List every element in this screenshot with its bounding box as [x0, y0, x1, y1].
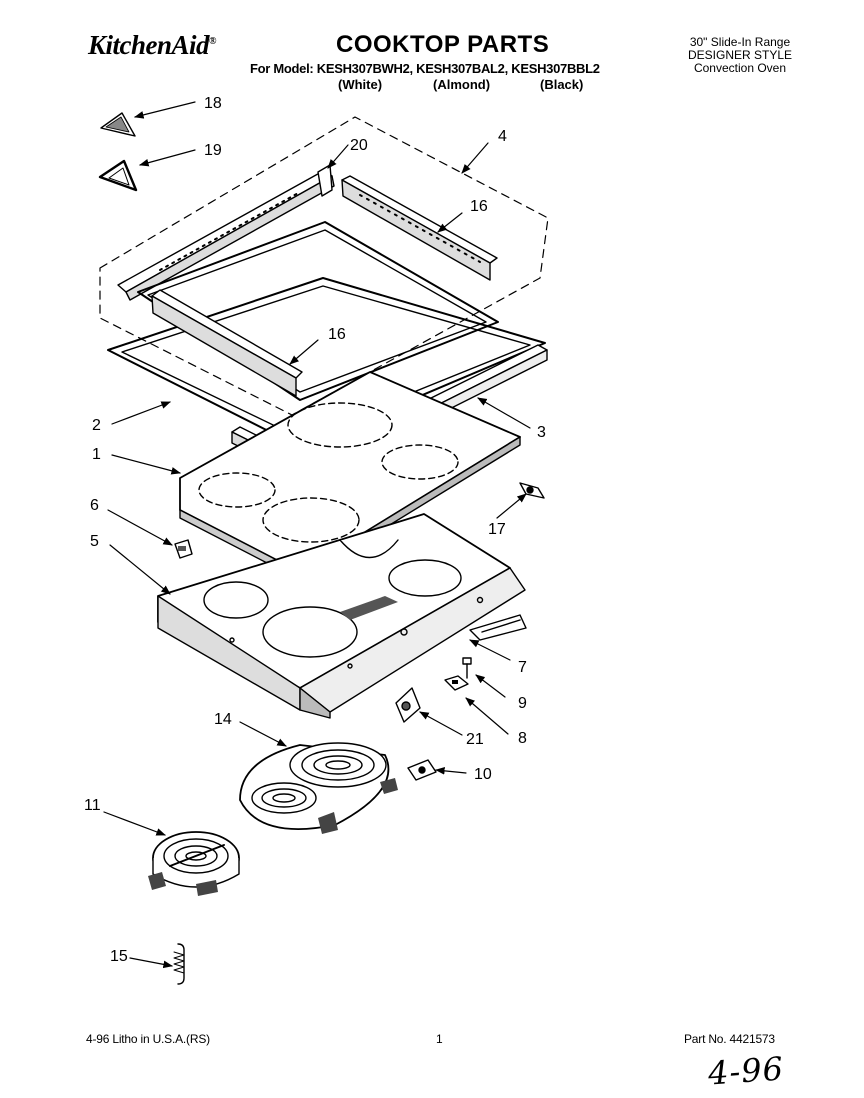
- callout-7: 7: [518, 659, 527, 676]
- part-10-terminal: [407, 759, 437, 781]
- range-oven: Convection Oven: [693, 61, 787, 75]
- callout-16-upper: 16: [470, 198, 488, 215]
- callout-20: 20: [350, 137, 368, 154]
- callout-6: 6: [90, 497, 99, 514]
- finish-black: (Black): [540, 77, 584, 92]
- assembly-dashed-outline: [99, 116, 549, 416]
- part-9-screw: [462, 657, 472, 679]
- part-18-trim-cap: [100, 112, 136, 137]
- part-5-burner-box: [157, 513, 526, 719]
- finish-white: (White): [338, 77, 383, 92]
- model-line: For Model: KESH307BWH2, KESH307BAL2, KES…: [250, 61, 600, 76]
- callout-9: 9: [518, 695, 527, 712]
- callout-15: 15: [110, 948, 128, 965]
- finish-almond: (Almond): [433, 77, 491, 92]
- part-8-bracket: [444, 675, 469, 691]
- model-prefix: For Model:: [250, 61, 314, 76]
- part-11-single-element: [148, 831, 240, 896]
- part-7-rear-vent: [469, 614, 527, 641]
- part-16-side-rail-lower: [151, 289, 303, 397]
- part-17-connector: [519, 482, 545, 499]
- callout-4: 4: [498, 128, 507, 145]
- callout-leaders: [103, 101, 531, 969]
- part-21-switch: [395, 687, 421, 723]
- litho-note: 4-96 Litho in U.S.A.(RS): [86, 1032, 210, 1046]
- brand-registered-mark: ®: [209, 36, 217, 47]
- model-numbers: KESH307BWH2, KESH307BAL2, KESH307BBL2: [316, 61, 600, 76]
- callout-14: 14: [214, 711, 232, 728]
- part-number: Part No. 4421573: [684, 1032, 775, 1046]
- callout-labels: 18 19 20 4 16 16 2 3 1 6 17 5 7 9 8 21 1…: [84, 95, 546, 965]
- part-6-clip: [174, 539, 193, 559]
- range-type: 30" Slide-In Range: [689, 35, 791, 49]
- callout-1: 1: [92, 446, 101, 463]
- part-20-rear-bracket: [117, 164, 335, 301]
- brand-name: KitchenAid: [88, 30, 210, 60]
- part-19-trim-triangle: [98, 159, 138, 192]
- callout-19: 19: [204, 142, 222, 159]
- range-style: DESIGNER STYLE: [687, 48, 793, 62]
- callout-8: 8: [518, 730, 527, 747]
- handwritten-date: 4-96: [706, 1049, 786, 1093]
- part-15-spring: [173, 943, 185, 985]
- callout-5: 5: [90, 533, 99, 550]
- callout-3: 3: [537, 424, 546, 441]
- callout-11: 11: [84, 797, 101, 814]
- callout-2: 2: [92, 417, 101, 434]
- callout-21: 21: [466, 731, 484, 748]
- page-number: 1: [436, 1032, 443, 1046]
- page-title: COOKTOP PARTS: [336, 31, 550, 58]
- brand-logo: KitchenAid®: [88, 30, 217, 61]
- callout-17: 17: [488, 521, 506, 538]
- callout-10: 10: [474, 766, 492, 783]
- part-14-dual-element: [239, 742, 398, 834]
- callout-16-lower: 16: [328, 326, 346, 343]
- callout-18: 18: [204, 95, 222, 112]
- part-16-side-rail-upper: [341, 175, 498, 281]
